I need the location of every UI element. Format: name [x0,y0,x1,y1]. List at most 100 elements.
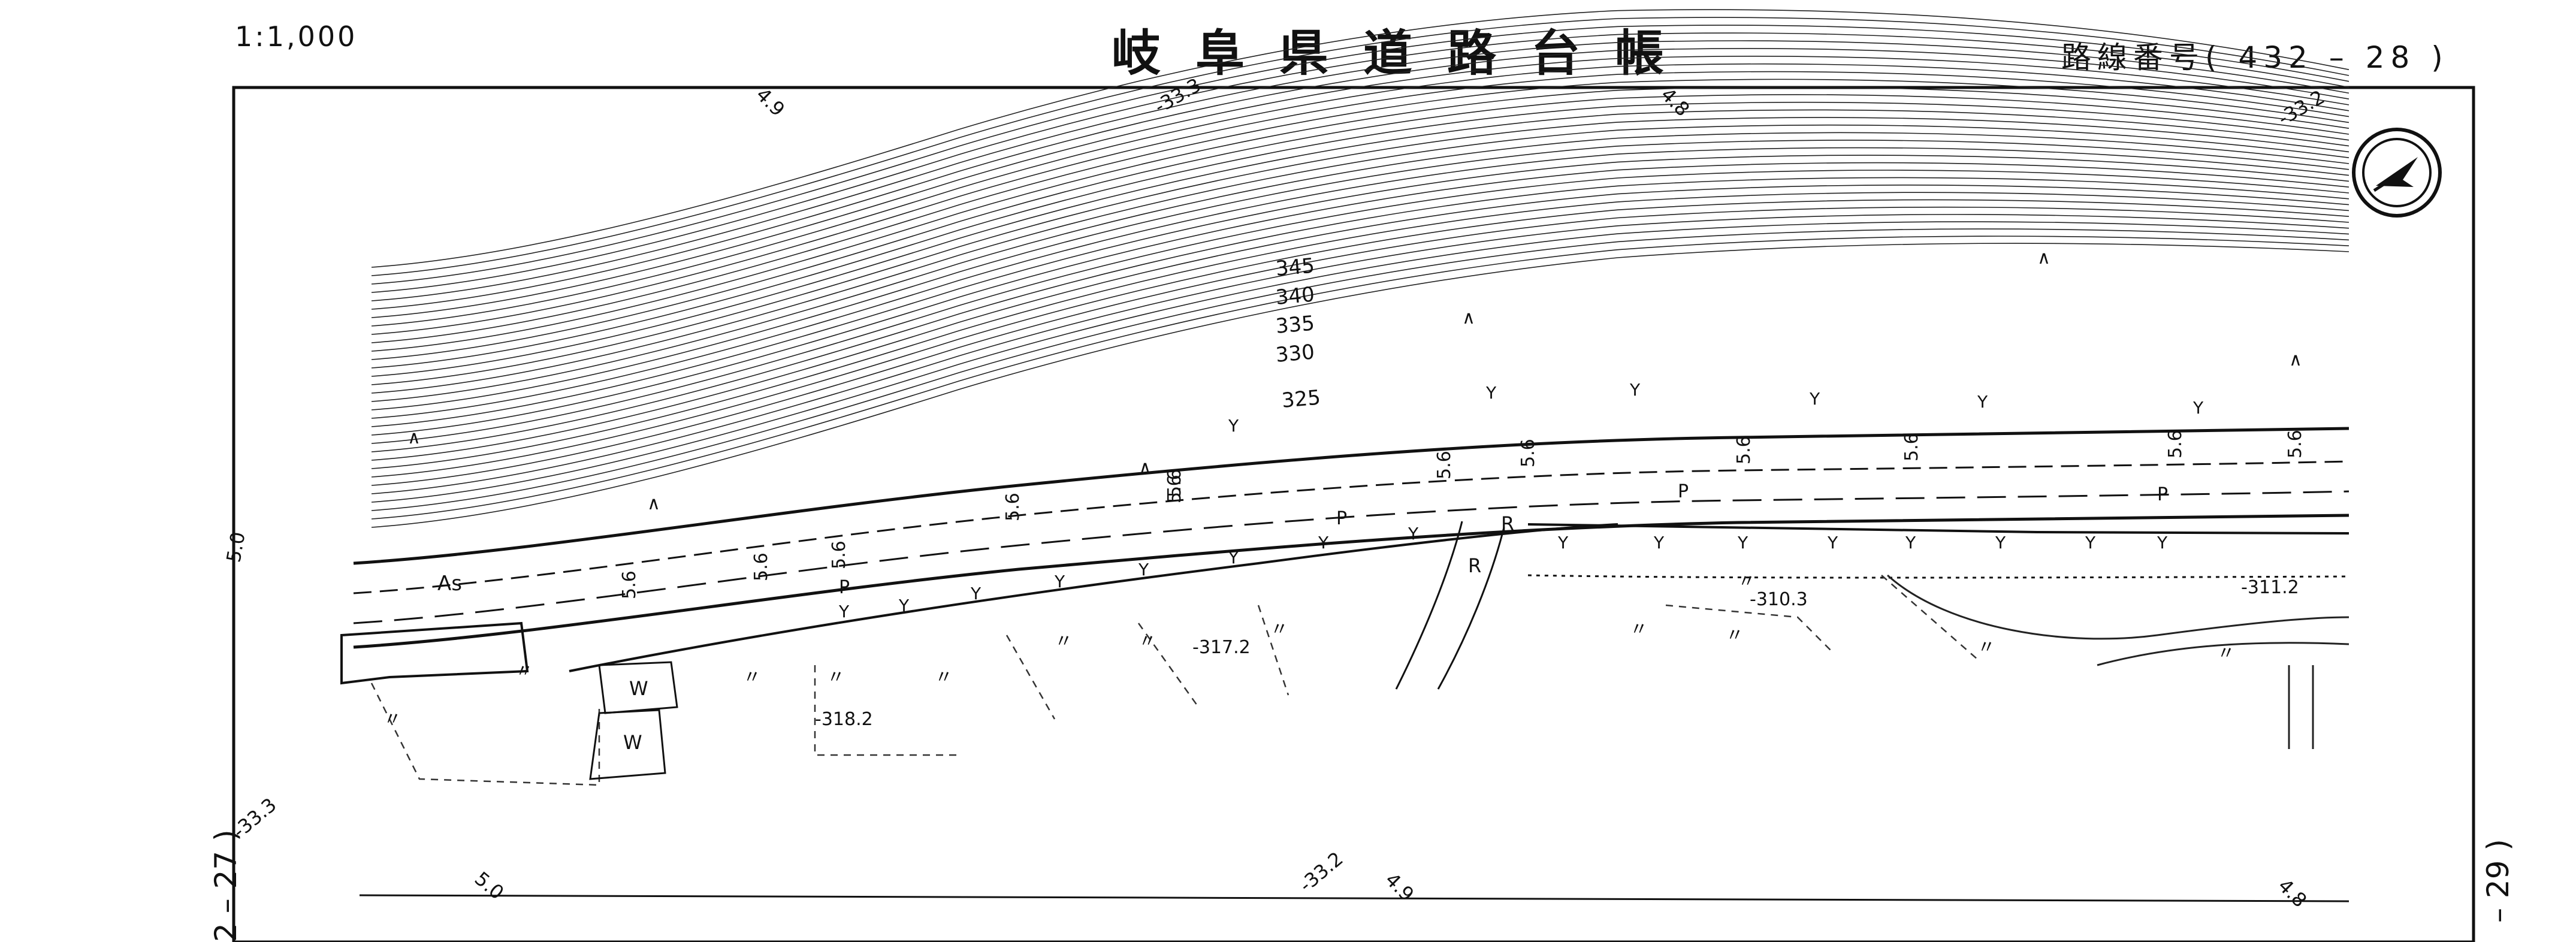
orchard-symbol: Y [1228,548,1239,567]
contour-line [371,25,2349,285]
orchard-symbol: Y [1905,533,1916,552]
contour-label: 325 [1281,385,1321,413]
forest-symbol: ∧ [1138,457,1152,478]
orchard-symbol: Y [838,602,850,621]
structure-label: R [1468,554,1481,577]
orchard-symbol: Y [1827,533,1838,552]
orchard-symbol: Y [1809,389,1820,409]
contour-line [371,236,2349,520]
field-symbol: 〃 [1738,571,1756,592]
contour-line [371,243,2349,528]
structure-label: R [1501,512,1514,535]
road-width-label: 5.6 [751,552,772,581]
contour-label: 340 [1275,282,1315,310]
spot-elevation: -317.2 [1192,637,1251,658]
road-width-label: 5.6 [1002,493,1023,521]
orchard-symbol: Y [1318,533,1329,552]
route-sheet-value: 28 [2365,40,2416,75]
forest-symbol: ∧ [1462,307,1475,328]
contour-line [371,214,2349,494]
contour-label: 335 [1275,311,1315,339]
pond-label: W [629,677,648,700]
field-boundaries [370,575,1978,786]
contour-line [371,124,2349,394]
stream-curves [1886,574,2349,749]
compass-icon [2352,128,2442,218]
spot-elevation: -318.2 [815,709,873,730]
contour-line [371,192,2349,469]
orchard-symbol: Y [1228,416,1239,436]
pole-label: P [1336,508,1347,529]
orchard-symbol: Y [1054,572,1065,591]
field-symbol: 〃 [383,709,401,730]
road-width-label: 5.6 [619,570,640,599]
contour-lines [371,9,2349,528]
route-number: 路線番号( 432 – 28 ) [2061,34,2449,77]
road-width-label: 5.6 [1164,469,1185,497]
contour-line [371,140,2349,410]
pole-label: P [839,577,850,598]
field-symbol: 〃 [1270,619,1288,640]
forest-symbol: ∧ [647,493,660,514]
route-dash: – [2329,40,2350,75]
contour-line [371,184,2349,461]
contour-line [371,86,2349,352]
field-symbol: 〃 [935,667,953,688]
field-symbol: 〃 [743,667,761,688]
edge-mark-bottom: 5.0 [470,867,508,904]
field-symbol: 〃 [1726,625,1744,646]
road-width-label: 5.6 [1434,451,1455,479]
orchard-symbol: Y [2085,533,2096,552]
road-outline [340,427,2349,690]
contour-line [371,147,2349,419]
baseline [359,894,2349,902]
orchard-symbol: Y [2157,533,2168,552]
field-symbol: 〃 [1138,631,1156,652]
contour-line [371,71,2349,335]
forest-symbol: ∧ [407,427,421,448]
spot-elevations: -318.2-317.2-310.3-311.2 [815,577,2299,730]
contour-line [371,177,2349,452]
field-symbol: 〃 [1630,619,1648,640]
orchard-symbol: Y [1737,533,1748,552]
contour-line [371,32,2349,293]
contour-label: 330 [1275,340,1315,367]
contour-line [371,9,2349,268]
orchard-symbol: Y [1995,533,2006,552]
field-symbol: 〃 [1055,631,1073,652]
map-frame [232,86,2475,942]
contour-line [371,48,2349,310]
forest-symbol: ∧ [2289,349,2302,370]
contour-line [371,170,2349,444]
orchard-symbol: Y [1557,533,1569,552]
road-width-label: 5.6 [1734,436,1754,464]
field-symbol: 〃 [827,667,845,688]
road-width-label: 5.6 [829,541,850,569]
road-width-label: 5.6 [1901,433,1922,461]
edge-mark-bottom: -33.2 [1295,847,1348,896]
field-symbol: 〃 [1977,637,1995,658]
spot-elevation: -310.3 [1750,589,1808,610]
orchard-symbol: Y [1138,560,1149,579]
pole-label: P [1678,481,1689,502]
edge-mark-bottom: 4.9 [1381,868,1418,906]
pond-symbols [589,661,678,780]
orchard-symbol: Y [970,584,982,603]
road-width-label: 5.6 [1164,475,1185,503]
contour-line [371,94,2349,360]
orchard-symbol: Y [1653,533,1665,552]
route-suffix: ) [2431,40,2449,75]
contour-line [371,162,2349,436]
contour-line [371,55,2349,318]
contour-line [371,40,2349,301]
contour-line [371,132,2349,402]
orchard-symbol: Y [1408,524,1419,544]
contour-line [371,17,2349,276]
map-scale: 1:1,000 [235,20,358,53]
contour-line [371,78,2349,343]
contour-line [371,117,2349,385]
contour-line [371,63,2349,327]
